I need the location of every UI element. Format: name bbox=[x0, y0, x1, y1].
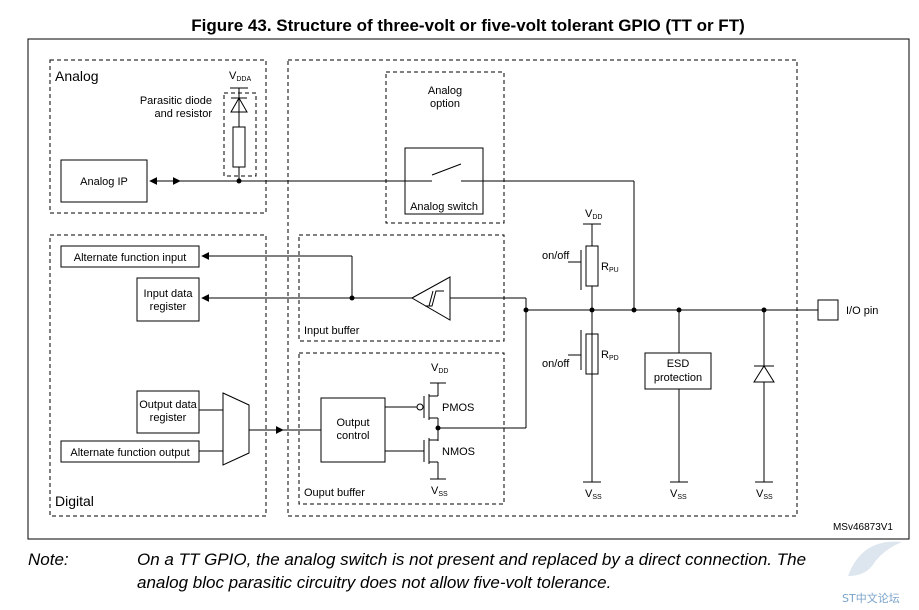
input-buffer-box bbox=[298, 234, 505, 342]
analog-option-label-1: Analog bbox=[428, 85, 462, 97]
figure-ref-id: MSv46873V1 bbox=[833, 522, 893, 533]
analog-ip-label: Analog IP bbox=[80, 176, 128, 188]
input-data-label-1: Input data bbox=[144, 288, 194, 300]
parasitic-label-1: Parasitic diode bbox=[140, 95, 212, 107]
parasitic-resistor-icon bbox=[232, 126, 246, 168]
output-data-label-1: Output data bbox=[139, 399, 197, 411]
vss-pd-label: VSS bbox=[585, 488, 602, 501]
io-section bbox=[287, 59, 798, 517]
onoff-pu-label: on/off bbox=[542, 250, 570, 262]
watermark-logo-icon bbox=[842, 536, 908, 582]
parasitic-label-2: and resistor bbox=[155, 108, 213, 120]
parasitic-diode-icon bbox=[230, 96, 248, 113]
rpd-label: RPD bbox=[601, 349, 619, 362]
pull-up-resistor-icon bbox=[585, 245, 599, 287]
vss-esd-label: VSS bbox=[670, 488, 687, 501]
input-data-register-block bbox=[136, 277, 200, 322]
input-buffer-label: Input buffer bbox=[304, 325, 360, 337]
output-control-label-2: control bbox=[336, 430, 369, 442]
output-mux-icon bbox=[222, 392, 250, 466]
alt-func-output-label: Alternate function output bbox=[70, 447, 189, 459]
pmos-label: PMOS bbox=[442, 402, 474, 414]
analog-option-label-2: option bbox=[430, 98, 460, 110]
rpu-label: RPU bbox=[601, 261, 619, 274]
vdd-pu-label: VDD bbox=[585, 208, 602, 221]
output-control-block bbox=[320, 397, 386, 463]
esd-label-2: protection bbox=[654, 372, 702, 384]
alt-func-input-block bbox=[60, 245, 200, 268]
analog-switch-icon bbox=[431, 163, 462, 176]
nmos-transistor-icon bbox=[423, 438, 439, 479]
note-label: Note: bbox=[28, 550, 69, 569]
input-data-label-2: register bbox=[150, 301, 187, 313]
analog-section-label: Analog bbox=[55, 68, 99, 84]
note-line-1: On a TT GPIO, the analog switch is not p… bbox=[137, 550, 807, 569]
output-data-label-2: register bbox=[150, 412, 187, 424]
analog-switch-label: Analog switch bbox=[410, 201, 478, 213]
pmos-transistor-icon bbox=[423, 383, 439, 441]
esd-protection-block bbox=[644, 352, 712, 390]
digital-section-label: Digital bbox=[55, 493, 94, 509]
protection-diode-icon bbox=[753, 365, 775, 383]
watermark-text: ST中文论坛 bbox=[842, 592, 900, 605]
analog-option-box bbox=[385, 71, 505, 224]
output-buffer-label: Ouput buffer bbox=[304, 487, 365, 499]
output-data-register-block bbox=[136, 390, 200, 434]
vdda-label: VDDA bbox=[229, 70, 251, 83]
analog-section bbox=[49, 59, 267, 214]
vss-diode-label: VSS bbox=[756, 488, 773, 501]
io-pin-label: I/O pin bbox=[846, 305, 878, 317]
digital-section bbox=[49, 234, 267, 517]
outer-frame bbox=[27, 38, 910, 540]
onoff-pd-label: on/off bbox=[542, 358, 570, 370]
io-pin-block bbox=[817, 299, 839, 321]
note-line-2: analog bloc parasitic circuitry does not… bbox=[137, 573, 612, 592]
esd-label-1: ESD bbox=[667, 358, 690, 370]
nmos-label: NMOS bbox=[442, 446, 475, 458]
schmitt-trigger-icon bbox=[410, 276, 451, 321]
gpio-structure-diagram: Figure 43. Structure of three-volt or fi… bbox=[27, 16, 910, 540]
output-control-label-1: Output bbox=[336, 417, 369, 429]
parasitic-box bbox=[223, 92, 257, 177]
vss-nmos-label: VSS bbox=[431, 485, 448, 498]
figure-title: Figure 43. Structure of three-volt or fi… bbox=[191, 16, 745, 35]
vdd-pmos-label: VDD bbox=[431, 362, 448, 375]
analog-ip-block bbox=[60, 159, 148, 203]
alt-func-input-label: Alternate function input bbox=[74, 252, 187, 264]
